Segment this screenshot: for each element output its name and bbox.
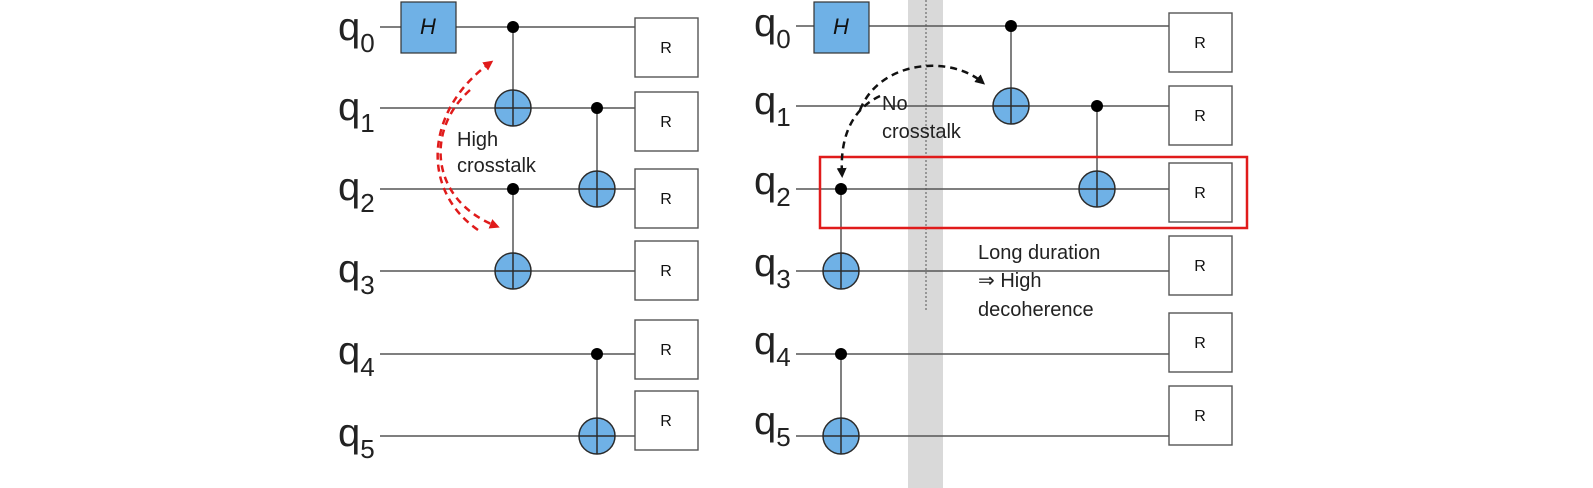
right-qubit-label-4: q4	[754, 319, 791, 372]
control-dot	[591, 348, 603, 360]
svg-text:R: R	[1194, 408, 1206, 425]
left-qubit-label-4: q4	[338, 329, 375, 382]
left-readout-q4: R	[634, 319, 699, 380]
svg-text:R: R	[660, 342, 672, 359]
control-dot	[1091, 100, 1103, 112]
svg-text:R: R	[660, 413, 672, 430]
left-qubit-label-2: q2	[338, 165, 375, 218]
svg-text:R: R	[660, 114, 672, 131]
left-qubit-label-3: q3	[338, 247, 375, 300]
svg-text:R: R	[1194, 258, 1206, 275]
control-dot	[835, 348, 847, 360]
right-readout-q3: R	[1168, 235, 1233, 296]
left-qubit-label-1: q1	[338, 85, 375, 138]
q2-highlight-box	[818, 155, 1249, 230]
high-crosstalk-label-line1: High	[457, 129, 498, 151]
right-qubit-label-3: q3	[754, 241, 791, 294]
left-cnot-q2-q3	[494, 183, 532, 290]
right-readout-q1: R	[1168, 85, 1233, 146]
left-qubit-label-5: q5	[338, 411, 375, 464]
no-crosstalk-label-line2: crosstalk	[882, 121, 962, 143]
left-qubit-label-0: q0	[338, 5, 375, 58]
control-dot	[1005, 20, 1017, 32]
right-readout-q0: R	[1168, 12, 1233, 73]
left-readout-q1: R	[634, 91, 699, 152]
svg-text:R: R	[1194, 335, 1206, 352]
control-dot	[507, 21, 519, 33]
svg-text:R: R	[660, 40, 672, 57]
long-duration-label-line3: decoherence	[978, 299, 1094, 321]
right-cnot-q2-q3	[822, 183, 860, 290]
right-qubit-label-1: q1	[754, 79, 791, 132]
right-readout-q2: R	[1168, 162, 1233, 223]
right-readout-q5: R	[1168, 385, 1233, 446]
left-cnot-q4-q5	[578, 348, 616, 455]
svg-text:H: H	[420, 14, 436, 39]
crosstalk-arrow-down	[439, 89, 500, 229]
high-crosstalk-label-line2: crosstalk	[457, 155, 537, 177]
right-cnot-q0-q1	[992, 20, 1030, 125]
left-readout-q0: R	[634, 17, 699, 78]
control-dot	[507, 183, 519, 195]
svg-text:R: R	[1194, 185, 1206, 202]
left-circuit: q0 q1 q2 q3 q4 q5 H	[338, 1, 699, 464]
svg-text:R: R	[660, 191, 672, 208]
left-readout-q5: R	[634, 390, 699, 451]
svg-text:H: H	[833, 14, 849, 39]
right-qubit-label-5: q5	[754, 399, 791, 452]
left-cnot-q1-q2	[578, 102, 616, 208]
long-duration-label-line1: Long duration	[978, 242, 1100, 264]
left-readout-q3: R	[634, 240, 699, 301]
svg-text:R: R	[660, 263, 672, 280]
left-hadamard-gate: H	[400, 1, 457, 54]
right-qubit-label-2: q2	[754, 159, 791, 212]
control-dot	[591, 102, 603, 114]
right-cnot-q4-q5	[822, 348, 860, 455]
right-hadamard-gate: H	[813, 1, 870, 54]
left-cnot-q0-q1	[494, 21, 532, 127]
no-crosstalk-arrow-right	[858, 64, 986, 111]
control-dot	[835, 183, 847, 195]
long-duration-label-line2: ⇒ High	[978, 270, 1041, 292]
right-cnot-q1-q2	[1078, 100, 1116, 208]
left-readout-q2: R	[634, 168, 699, 229]
svg-text:R: R	[1194, 108, 1206, 125]
svg-text:R: R	[1194, 35, 1206, 52]
no-crosstalk-label-line1: No	[882, 93, 908, 115]
crosstalk-arrow-up	[436, 60, 494, 232]
right-qubit-label-0: q0	[754, 1, 791, 54]
right-circuit: q0 q1 q2 q3 q4 q5 H	[754, 0, 1249, 488]
right-readout-q4: R	[1168, 312, 1233, 373]
